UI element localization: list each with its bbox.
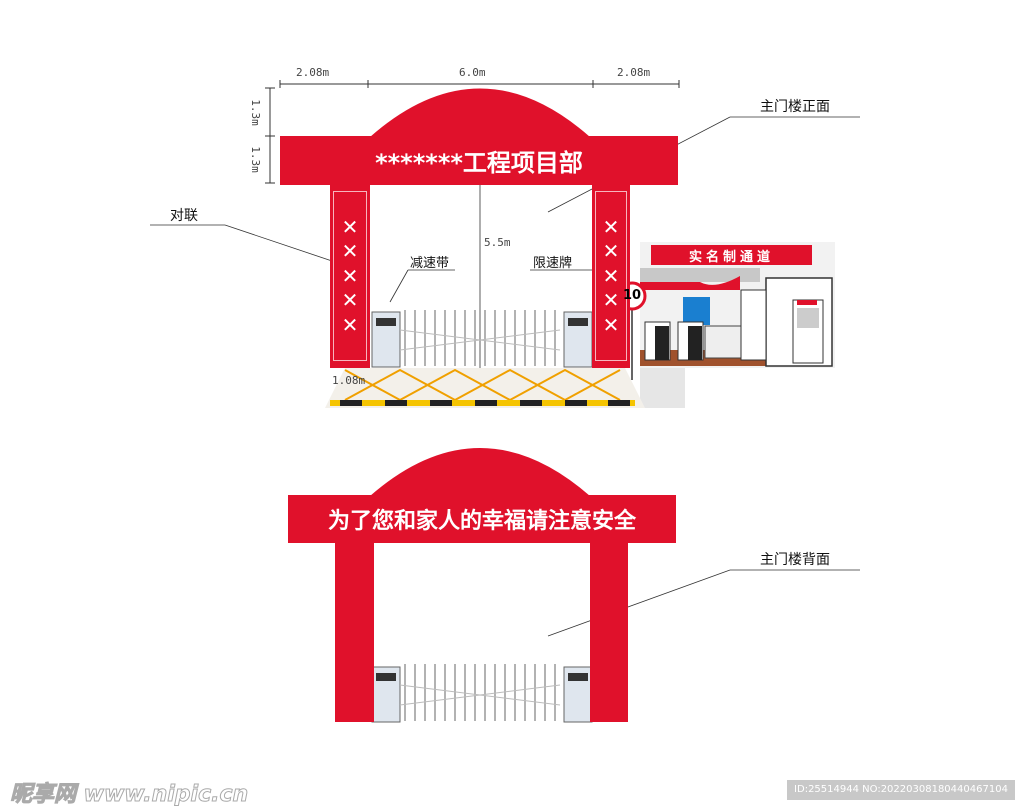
back-left-pillar (335, 543, 374, 722)
real-name-booth (640, 242, 835, 368)
couplet-char: ✕ (602, 239, 620, 264)
back-header-sign: 为了您和家人的幸福请注意安全 (288, 495, 676, 543)
couplet-char: ✕ (341, 288, 359, 313)
front-view-title: 主门楼正面 (760, 99, 830, 115)
dim-gate-height: 5.5m (484, 236, 511, 249)
couplet-char: ✕ (602, 312, 620, 337)
dim-center-width: 6.0m (459, 66, 486, 79)
booth-banner: 实名制通道 (651, 245, 812, 265)
front-arch (370, 88, 590, 137)
dim-arch-height: 1.3m (248, 99, 262, 126)
couplet-char: ✕ (602, 263, 620, 288)
speed-limit-value: 10 (622, 288, 642, 303)
dim-band-height: 1.3m (248, 146, 262, 173)
speed-bump-label: 减速带 (410, 256, 450, 271)
left-couplet: ✕✕✕✕✕ (333, 191, 367, 361)
right-couplet: ✕✕✕✕✕ (595, 191, 627, 361)
couplet-label: 对联 (170, 208, 198, 224)
back-gate (371, 664, 593, 723)
front-gate (371, 310, 593, 368)
couplet-char: ✕ (602, 288, 620, 313)
dim-left-width: 2.08m (296, 66, 330, 79)
dim-pillar-width: 1.08m (332, 374, 366, 387)
back-right-pillar (590, 543, 628, 722)
couplet-char: ✕ (341, 263, 359, 288)
couplet-char: ✕ (341, 312, 359, 337)
front-right-pillar: ✕✕✕✕✕ (592, 185, 630, 368)
dim-right-width: 2.08m (617, 66, 651, 79)
back-view-title: 主门楼背面 (760, 552, 830, 568)
front-left-pillar: ✕✕✕✕✕ (330, 185, 370, 368)
back-arch (370, 448, 590, 496)
watermark-logo: 昵享网 www.nipic.cn (9, 782, 249, 808)
speed-sign-label: 限速牌 (533, 256, 573, 271)
watermark-id: ID:25514944 NO:20220308180440467104 (787, 780, 1015, 800)
couplet-char: ✕ (341, 239, 359, 264)
front-header-sign: *******工程项目部 (280, 136, 678, 185)
couplet-char: ✕ (341, 214, 359, 239)
couplet-char: ✕ (602, 214, 620, 239)
